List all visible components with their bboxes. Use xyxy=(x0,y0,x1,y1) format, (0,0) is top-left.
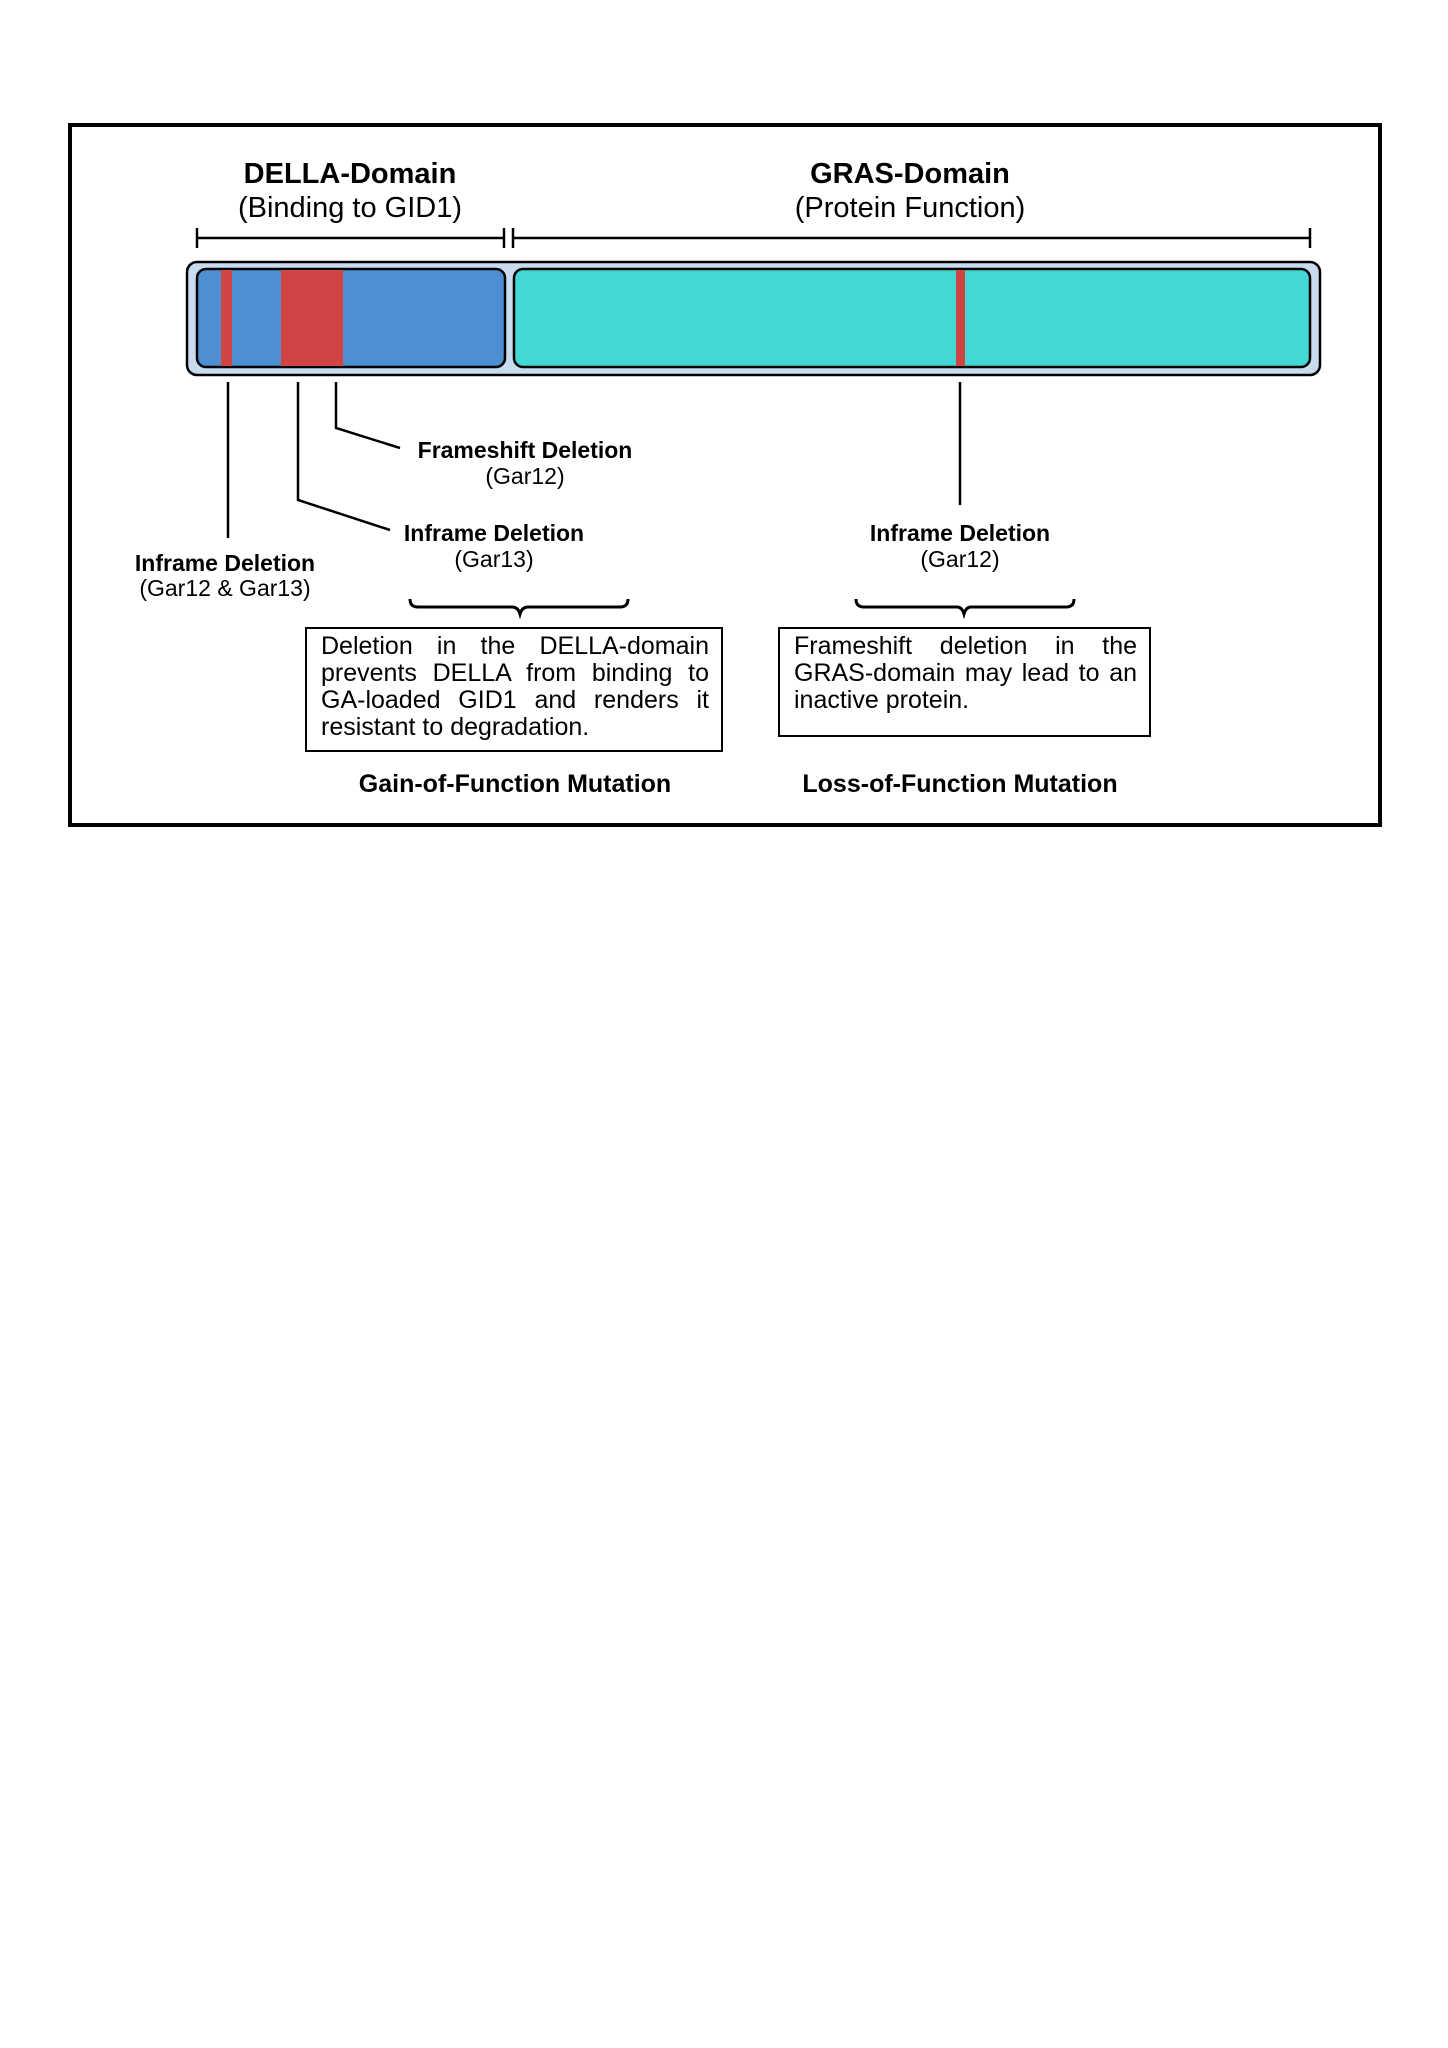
della-span-bracket xyxy=(195,228,506,248)
figure-frame xyxy=(68,123,1382,827)
loss-function-brace xyxy=(854,598,1076,620)
loss-function-description: Frameshift deletion in the GRAS-domain m… xyxy=(778,627,1151,737)
loss-function-category: Loss-of-Function Mutation xyxy=(802,770,1118,798)
mutation-label-gar13: Inframe Deletion xyxy=(403,520,585,546)
mutation-label-gras: Inframe Deletion xyxy=(869,520,1051,546)
leader-line-gar13 xyxy=(296,382,391,532)
gras-domain-title: GRAS-Domain xyxy=(810,158,1010,190)
della-domain-subtitle: (Binding to GID1) xyxy=(237,192,463,224)
gain-function-category: Gain-of-Function Mutation xyxy=(358,770,672,798)
mutation-detail-frameshift: (Gar12) xyxy=(485,463,565,489)
mutation-detail-gar13: (Gar13) xyxy=(454,546,534,572)
mutation-detail-gras: (Gar12) xyxy=(920,546,1000,572)
gain-function-brace xyxy=(408,598,630,620)
deletion-marker-gar12-gar13 xyxy=(221,270,232,366)
gras-span-bracket xyxy=(511,228,1312,248)
della-domain xyxy=(195,267,507,369)
mutation-detail-gar12-gar13: (Gar12 & Gar13) xyxy=(139,575,311,601)
gras-domain-subtitle: (Protein Function) xyxy=(794,192,1026,224)
deletion-marker-gras xyxy=(956,270,965,366)
mutation-label-gar12-gar13: Inframe Deletion xyxy=(134,550,316,576)
gain-function-description: Deletion in the DELLA-domain prevents DE… xyxy=(305,627,723,752)
della-domain-title: DELLA-Domain xyxy=(243,158,457,190)
mutation-label-frameshift: Frameshift Deletion xyxy=(417,437,633,463)
gras-domain xyxy=(512,267,1312,369)
leader-line-frameshift xyxy=(334,382,401,450)
deletion-marker-gar13 xyxy=(281,270,343,366)
